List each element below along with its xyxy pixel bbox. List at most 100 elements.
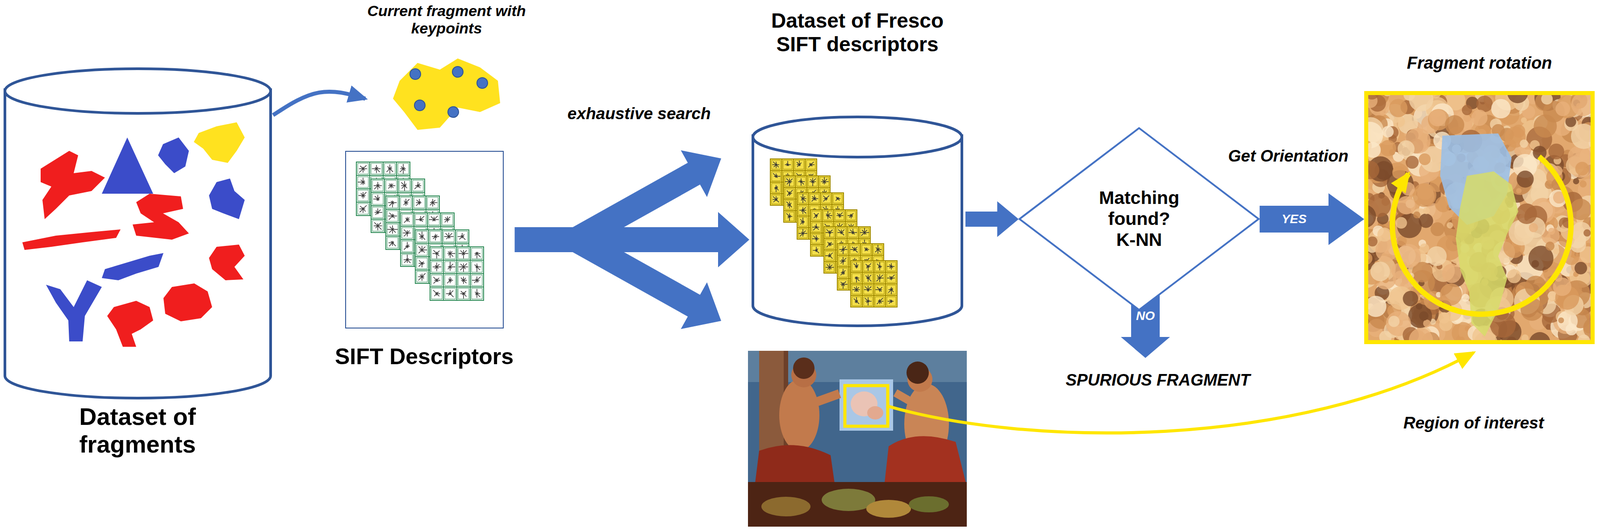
descriptor-grid-part <box>436 280 439 283</box>
descriptor-grid-part <box>436 278 439 281</box>
descriptor-grid-part <box>771 160 781 170</box>
descriptor-grid-part <box>800 219 803 222</box>
descriptor-grid-part <box>823 238 836 251</box>
descriptor-grid-part <box>360 182 363 185</box>
keypoint <box>409 68 421 80</box>
descriptor-grid-part <box>376 168 380 172</box>
descriptor-grid-part <box>786 181 790 185</box>
descriptor-grid-part <box>400 239 414 254</box>
descriptor-grid-part <box>829 252 833 256</box>
descriptor-grid-part <box>431 275 443 286</box>
descriptor-grid-part <box>432 236 435 239</box>
descriptor-grid-part <box>436 250 440 254</box>
descriptor-grid-part <box>401 241 413 252</box>
descriptor-grid-part <box>866 248 868 250</box>
descriptor-grid-part <box>436 264 440 268</box>
descriptor-grid-part <box>372 193 384 205</box>
descriptor-grid-part <box>412 180 424 192</box>
descriptor-grid-part <box>388 183 392 186</box>
descriptor-grid-part <box>375 212 378 215</box>
descriptor-grid-part <box>776 163 778 165</box>
descriptor-grid-part <box>403 246 407 250</box>
descriptor-grid-part <box>476 253 478 259</box>
fresco-painting-part-part <box>761 497 811 517</box>
descriptor-grid-part <box>421 261 424 264</box>
descriptor-grid-part <box>436 253 439 256</box>
descriptor-grid-part <box>872 243 884 256</box>
shape-drawing-part <box>345 151 504 329</box>
descriptor-grid-part <box>407 219 410 222</box>
descriptor-grid-part <box>797 164 800 168</box>
descriptor-grid-part <box>798 205 808 215</box>
descriptor-grid-part <box>838 245 848 255</box>
descriptor-grid-part <box>436 293 440 297</box>
descriptor-grid-part <box>388 216 393 220</box>
descriptor-grid-part <box>387 229 393 230</box>
descriptor-grid-part <box>450 293 454 298</box>
descriptor-grid-part <box>837 197 840 199</box>
descriptor-grid-part <box>816 226 818 228</box>
descriptor-grid-part <box>392 216 395 219</box>
descriptor-grid-part <box>776 197 778 200</box>
descriptor-grid-part <box>450 290 454 294</box>
descriptor-grid-part <box>818 175 831 188</box>
descriptor-grid-part <box>823 261 836 274</box>
descriptor-grid-part <box>789 215 791 217</box>
descriptor-grid-part <box>377 225 382 230</box>
fragment <box>107 300 154 347</box>
descriptor-grid-part <box>404 259 408 264</box>
descriptor-grid-part <box>416 258 428 269</box>
descriptor-grid-part <box>357 181 364 183</box>
descriptor-grid-part <box>396 162 410 176</box>
descriptor-grid-part <box>809 162 811 165</box>
shape-area <box>390 54 503 133</box>
descriptor-grid-part <box>798 229 808 239</box>
descriptor-grid-part <box>783 210 796 223</box>
descriptor-grid-part <box>356 202 370 216</box>
descriptor-grid-part <box>406 254 408 260</box>
descriptor-grid-part <box>357 176 369 188</box>
descriptor-grid-part <box>850 245 860 255</box>
descriptor-grid-part <box>418 233 422 237</box>
descriptor-grid-part <box>417 185 421 188</box>
descriptor-grid-part <box>839 212 843 216</box>
descriptor-grid-part <box>827 215 831 219</box>
descriptor-grid-part <box>797 204 809 217</box>
descriptor-grid-part <box>415 229 429 244</box>
descriptor-grid-part <box>471 288 483 300</box>
descriptor-grid-part <box>442 214 453 226</box>
descriptor-grid-part <box>416 200 419 203</box>
descriptor-grid-part <box>840 281 844 285</box>
descriptor-grid-part <box>417 183 421 186</box>
descriptor-grid-part <box>770 193 782 206</box>
descriptor-grid-part <box>787 216 790 219</box>
descriptor-grid-part <box>427 213 441 227</box>
descriptor-grid-part <box>419 201 421 203</box>
descriptor-grid-part <box>385 222 400 237</box>
descriptor-grid-part <box>428 219 434 221</box>
descriptor-grid-part <box>458 261 469 273</box>
descriptor-grid-part <box>458 253 464 255</box>
descriptor-grid-part <box>433 290 437 294</box>
descriptor-grid-part <box>444 219 447 223</box>
descriptor-grid-part <box>357 163 369 175</box>
descriptor-grid-part <box>459 236 462 240</box>
descriptor-grid-part <box>810 233 823 245</box>
descriptor-grid-part <box>797 227 809 240</box>
descriptor-grid-part <box>848 243 861 256</box>
descriptor-grid-part <box>387 197 398 209</box>
fresco-painting-part-part <box>839 379 894 431</box>
descriptor-grid-part <box>456 231 468 243</box>
descriptor-grid-part <box>363 192 367 196</box>
descriptor-grid-part <box>812 178 816 182</box>
descriptor-grid-part <box>799 162 802 165</box>
descriptor-grid-part <box>785 212 794 222</box>
descriptor-grid-part <box>413 197 425 209</box>
descriptor-grid-part <box>474 280 477 284</box>
descriptor-grid-part <box>831 192 844 205</box>
descriptor-grid-part <box>430 287 444 301</box>
descriptor-grid-part <box>864 229 868 233</box>
descriptor-grid-part <box>838 279 848 289</box>
descriptor-grid-part <box>463 267 464 272</box>
descriptor-grid-part <box>770 170 782 183</box>
